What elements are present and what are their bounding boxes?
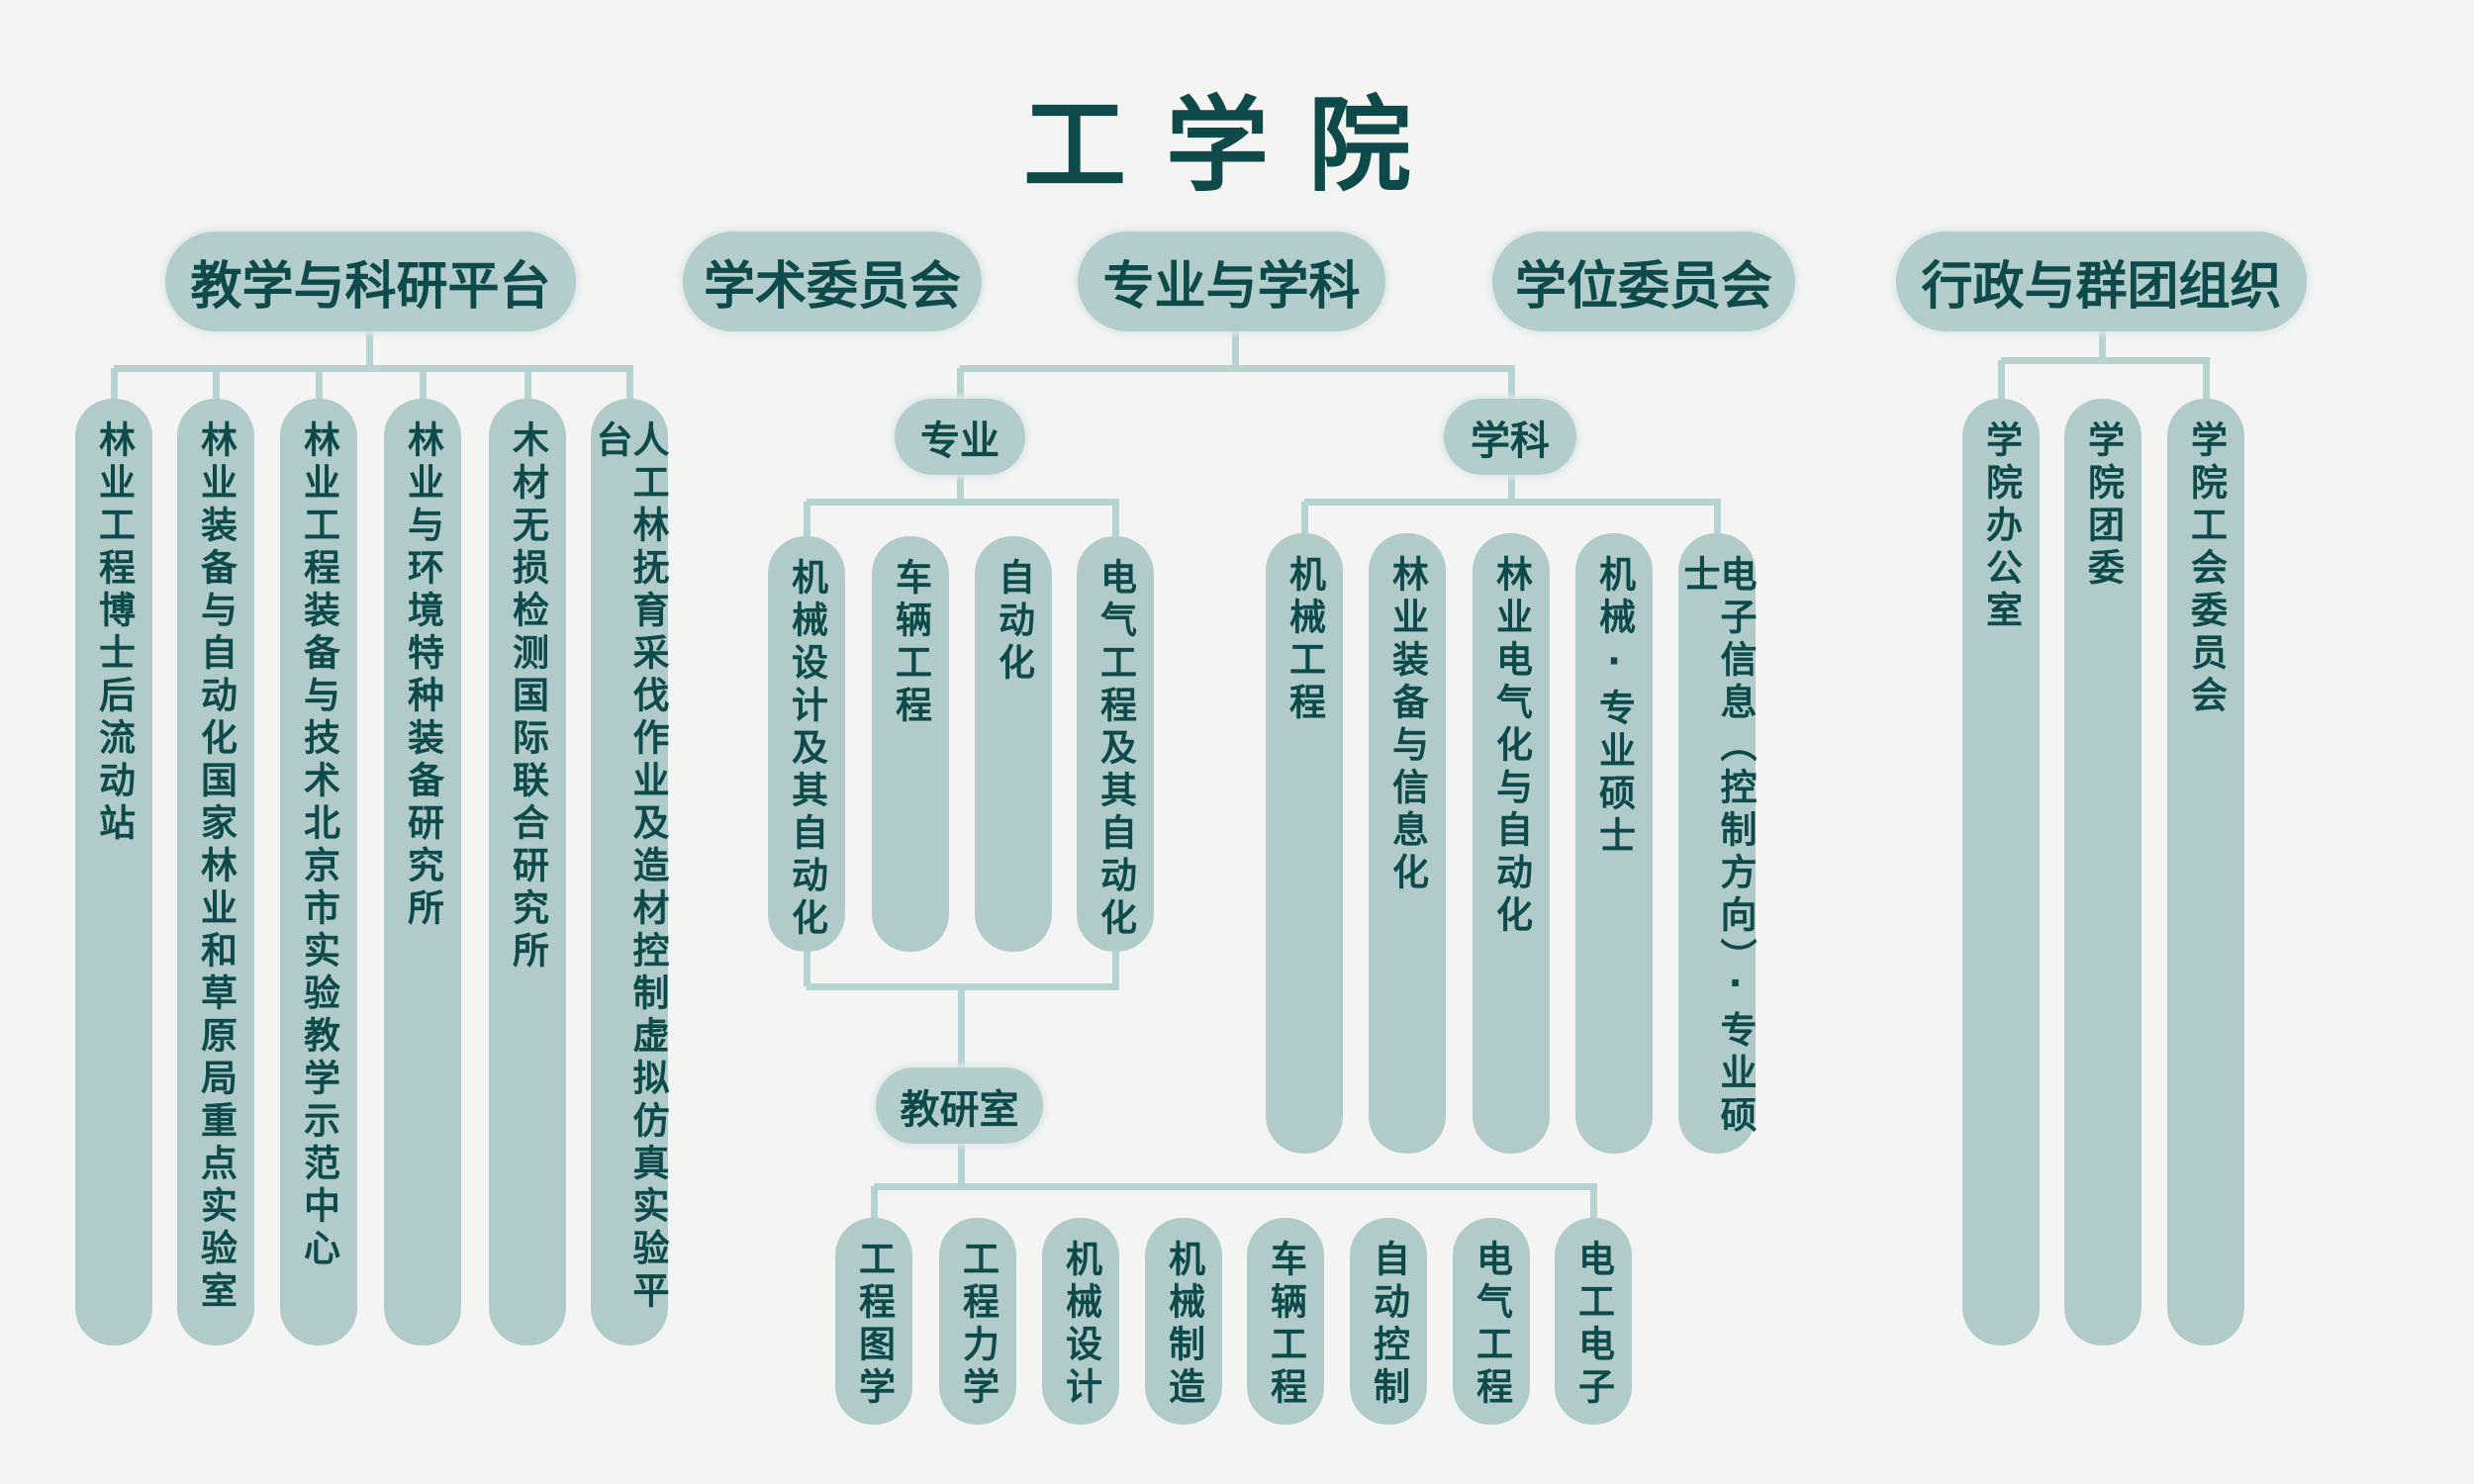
discipline-node: 机械·专业硕士 xyxy=(1575,533,1653,1154)
platform-node: 林业工程装备与技术北京市实验教学示范中心 xyxy=(280,399,357,1345)
node-label: 电气工程及其自动化 xyxy=(1094,558,1137,941)
connector-line xyxy=(1231,331,1239,368)
connector-line xyxy=(874,1182,1597,1190)
connector-line xyxy=(1507,475,1515,502)
discipline-node: 电子信息（控制方向）·专业硕士 xyxy=(1677,533,1757,1154)
platform-node: 林业工程博士后流动站 xyxy=(75,399,152,1345)
connector-line xyxy=(1300,502,1308,533)
connector-line xyxy=(956,475,964,502)
admin-node: 学院办公室 xyxy=(1962,399,2040,1345)
connector-line xyxy=(2098,331,2106,360)
connector-line xyxy=(803,952,810,986)
discipline-node: 机械工程 xyxy=(1266,533,1343,1154)
connector-line xyxy=(1111,952,1119,986)
major-node: 电气工程及其自动化 xyxy=(1077,536,1154,952)
connector-line xyxy=(957,986,965,1067)
node-label: 机械设计及其自动化 xyxy=(785,558,828,941)
connector-line xyxy=(1507,368,1515,399)
connector-line xyxy=(1111,502,1119,536)
connector-line xyxy=(523,368,531,399)
node-label: 自动化 xyxy=(992,558,1035,686)
connector-line xyxy=(870,1186,878,1218)
teaching-office-node: 电工电子 xyxy=(1555,1218,1632,1425)
platform-node: 林业与环境特种装备研究所 xyxy=(384,399,461,1345)
connector-line xyxy=(419,368,427,399)
teaching-office-node: 工程力学 xyxy=(939,1218,1016,1425)
node-label: 机械设计 xyxy=(1059,1240,1102,1410)
connector-line xyxy=(1589,1186,1597,1218)
major-node: 车辆工程 xyxy=(872,536,949,952)
major-node: 自动化 xyxy=(975,536,1052,952)
node-label: 机械·专业硕士 xyxy=(1592,555,1636,859)
platform-node: 木材无损检测国际联合研究所 xyxy=(489,399,566,1345)
connector-line xyxy=(957,1144,965,1186)
connector-line xyxy=(1997,360,2005,399)
node-label: 林业装备与信息化 xyxy=(1385,555,1429,895)
platform-header: 教学与科研平台 xyxy=(165,232,576,331)
connector-line xyxy=(956,368,964,399)
node-label: 工程力学 xyxy=(956,1240,999,1410)
node-label: 车辆工程 xyxy=(889,558,932,728)
platform-node: 人工林抚育采伐作业及造材控制虚拟仿真实验平台 xyxy=(590,399,669,1345)
admin-node: 学院工会委员会 xyxy=(2167,399,2244,1345)
major-node: 机械设计及其自动化 xyxy=(768,536,845,952)
teaching-office-node: 自动控制 xyxy=(1350,1218,1427,1425)
teaching-office-node: 机械制造 xyxy=(1145,1218,1222,1425)
node-label: 林业工程博士后流动站 xyxy=(92,420,136,846)
connector-line xyxy=(807,498,1119,506)
degree-committee: 学位委员会 xyxy=(1492,232,1795,331)
node-label: 机械制造 xyxy=(1162,1240,1205,1410)
node-label: 学院团委 xyxy=(2081,420,2125,591)
connector-line xyxy=(315,368,323,399)
node-label: 电子信息（控制方向）·专业硕士 xyxy=(1677,555,1757,1139)
node-label: 林业电气化与自动化 xyxy=(1489,555,1533,938)
discipline-group-node: 学科 xyxy=(1444,399,1576,475)
node-label: 车辆工程 xyxy=(1264,1240,1307,1410)
connector-line xyxy=(2202,360,2210,399)
connector-line xyxy=(1713,502,1721,533)
node-label: 机械工程 xyxy=(1283,555,1326,725)
connector-line xyxy=(1304,498,1721,506)
teaching-office-node: 机械设计 xyxy=(1042,1218,1119,1425)
page-title: 工学院 xyxy=(1022,85,1451,206)
connector-line xyxy=(960,364,1515,372)
node-label: 电气工程 xyxy=(1470,1240,1513,1410)
academic-committee: 学术委员会 xyxy=(683,232,982,331)
connector-line xyxy=(212,368,220,399)
majors-disciplines-header: 专业与学科 xyxy=(1078,232,1385,331)
admin-header: 行政与群团组织 xyxy=(1896,232,2307,331)
connector-line xyxy=(110,368,118,399)
teaching-office-node: 工程图学 xyxy=(835,1218,912,1425)
connector-line xyxy=(114,364,633,372)
node-label: 电工电子 xyxy=(1571,1240,1615,1410)
node-label: 人工林抚育采伐作业及造材控制虚拟仿真实验平台 xyxy=(590,420,669,1314)
teaching-office-node: 电气工程 xyxy=(1453,1218,1530,1425)
connector-line xyxy=(803,502,810,536)
node-label: 工程图学 xyxy=(852,1240,896,1410)
admin-node: 学院团委 xyxy=(2064,399,2141,1345)
discipline-node: 林业装备与信息化 xyxy=(1369,533,1446,1154)
connector-line xyxy=(625,368,633,399)
connector-line xyxy=(2001,356,2210,364)
node-label: 学院工会委员会 xyxy=(2184,420,2228,718)
major-group-node: 专业 xyxy=(895,399,1025,475)
node-label: 林业装备与自动化国家林业和草原局重点实验室 xyxy=(194,420,238,1314)
node-label: 林业工程装备与技术北京市实验教学示范中心 xyxy=(297,420,340,1271)
node-label: 学院办公室 xyxy=(1979,420,2023,633)
node-label: 林业与环境特种装备研究所 xyxy=(401,420,444,931)
platform-node: 林业装备与自动化国家林业和草原局重点实验室 xyxy=(177,399,254,1345)
node-label: 木材无损检测国际联合研究所 xyxy=(506,420,549,974)
node-label: 自动控制 xyxy=(1367,1240,1410,1410)
teaching-office-node: 车辆工程 xyxy=(1247,1218,1324,1425)
teaching-group-node: 教研室 xyxy=(876,1067,1043,1144)
connector-line xyxy=(365,331,373,368)
discipline-node: 林业电气化与自动化 xyxy=(1473,533,1550,1154)
